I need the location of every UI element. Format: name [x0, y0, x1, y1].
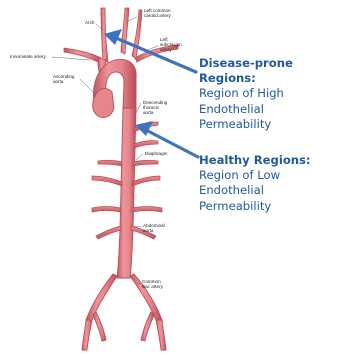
- label-arch: Arch: [85, 20, 94, 25]
- common-iliac-left: [86, 274, 117, 320]
- disease-prone-line-2: Endothelial: [199, 102, 338, 117]
- label-diaphragm: Diaphragm: [145, 151, 167, 156]
- disease-prone-region-text: Disease-prone Regions: Region of High En…: [199, 56, 338, 132]
- descending-aorta: [117, 108, 136, 278]
- renal-artery-left: [132, 207, 162, 213]
- external-iliac-left: [82, 320, 92, 350]
- side-branch-right: [92, 176, 122, 186]
- left-common-carotid-artery: [121, 8, 129, 54]
- label-descending-thoracic-aorta: Descending thoracic aorta: [143, 100, 167, 116]
- external-iliac-right: [156, 320, 166, 350]
- label-left-subclavian: Left subclavian artery: [160, 37, 182, 53]
- internal-iliac-left: [93, 312, 106, 341]
- label-innominate-artery: Innominate artery: [10, 54, 46, 59]
- label-left-common-carotid: Left common carotid artery: [144, 8, 171, 18]
- healthy-line-3: Permeability: [199, 199, 311, 214]
- disease-prone-line-3: Permeability: [199, 117, 338, 132]
- disease-prone-line-1: Region of High: [199, 86, 338, 101]
- healthy-heading: Healthy Regions:: [199, 153, 311, 168]
- disease-arrow-head-icon: [104, 29, 122, 45]
- renal-artery-right: [92, 207, 121, 213]
- right-subclavian-artery: [64, 48, 101, 62]
- label-abdominal-aorta: Abdominal aorta: [143, 223, 165, 233]
- healthy-region-text: Healthy Regions: Region of Low Endotheli…: [199, 153, 311, 214]
- celiac-branch: [132, 176, 160, 186]
- region-arrows: [104, 29, 198, 157]
- internal-iliac-right: [141, 312, 154, 341]
- label-common-iliac: Common iliac artery: [142, 279, 163, 289]
- aorta-body: [93, 59, 137, 278]
- intercostal-branch: [133, 160, 158, 166]
- healthy-line-2: Endothelial: [199, 183, 311, 198]
- healthy-line-1: Region of Low: [199, 168, 311, 183]
- mesenteric-branch: [96, 226, 121, 239]
- side-branch-right: [98, 160, 122, 166]
- intercostal-branch: [134, 141, 158, 148]
- disease-prone-heading: Disease-prone Regions:: [199, 56, 338, 86]
- label-ascending-aorta: Ascending aorta: [53, 74, 74, 84]
